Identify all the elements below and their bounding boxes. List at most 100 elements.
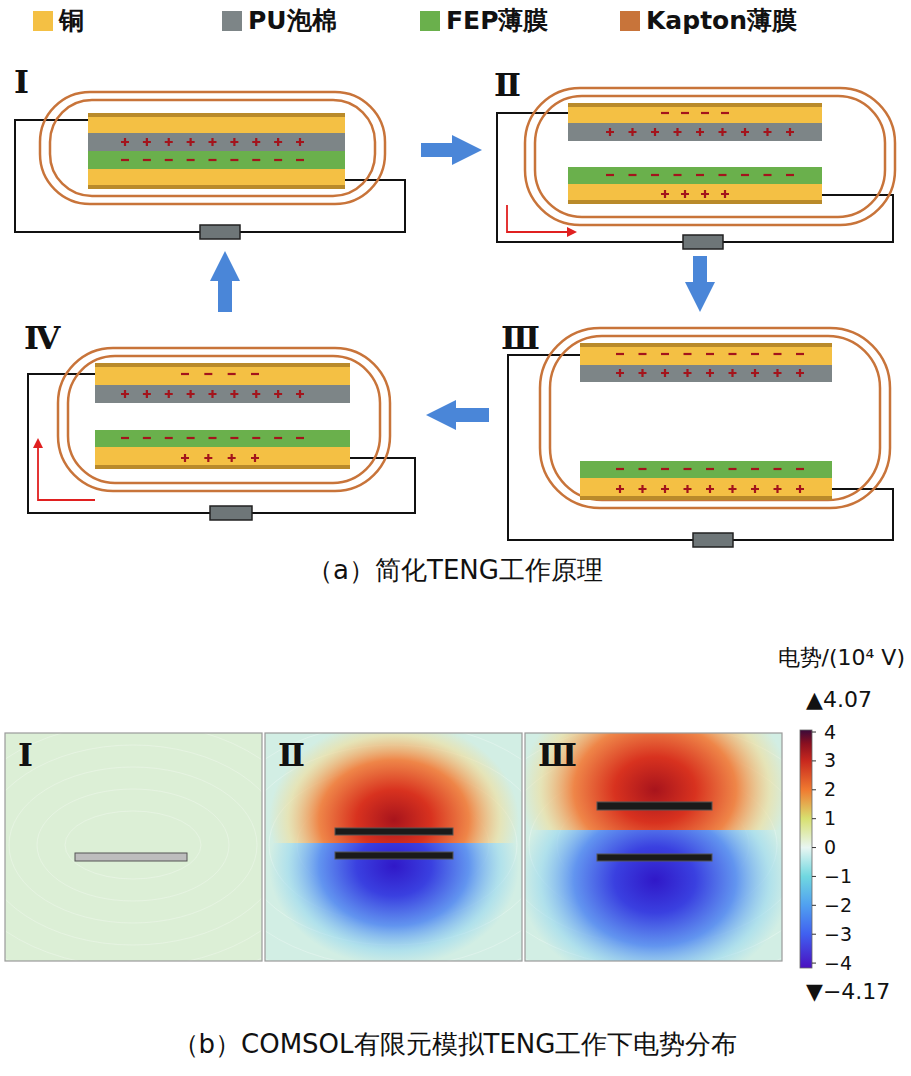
negative-charge [684,353,692,355]
colorbar-tick-label: 0 [824,837,836,858]
negative-charge [661,112,669,114]
electrode [597,802,712,810]
colorbar-tick-label: −3 [824,924,852,945]
positive-charge [774,369,782,377]
negative-charge [741,174,749,176]
negative-charge [651,174,659,176]
layer [568,103,822,123]
legend-text: PU泡棉 [248,4,337,37]
positive-charge [651,128,659,136]
kapton-strip [568,200,822,204]
legend-swatch [420,11,440,31]
kapton-inner [550,336,880,500]
layer [95,430,350,447]
negative-charge [274,437,282,439]
panel-border [265,733,522,961]
layer [580,461,832,478]
negative-charge [751,468,759,470]
positive-charge [143,390,151,398]
positive-charge [741,128,749,136]
negative-charge [629,174,637,176]
positive-charge [751,369,759,377]
positive-charge [661,485,669,493]
negative-charge [616,468,624,470]
layer [88,133,345,151]
resistor [683,235,723,249]
layer [568,123,822,141]
panel-numeral: Ⅱ [278,738,305,773]
panel-numeral: Ⅲ [538,738,577,773]
negative-charge [274,159,282,161]
negative-charge [706,468,714,470]
teng-device [508,328,893,547]
current-arrow [507,205,575,232]
negative-charge [230,437,238,439]
field-line [5,733,262,961]
positive-charge [230,390,238,398]
positive-charge [616,485,624,493]
legend-entry: FEP薄膜 [420,4,548,37]
panel-border [525,733,782,961]
positive-charge [252,138,260,146]
positive-charge [796,369,804,377]
negative-charge [684,468,692,470]
negative-charge [661,468,669,470]
kapton-inner [68,356,380,483]
negative-charge [143,437,151,439]
positive-charge [684,485,692,493]
positive-charge [181,454,189,462]
positive-charge [774,485,782,493]
negative-charge [764,174,772,176]
legend-swatch [33,11,53,31]
positive-charge [251,454,259,462]
positive-charge [274,138,282,146]
negative-charge [165,437,173,439]
positive-charge [187,390,195,398]
negative-charge [729,353,737,355]
positive-charge [701,190,709,198]
process-arrow [456,408,489,422]
colorbar-tick [812,876,816,877]
positive-charge [228,454,236,462]
simulation-ground [5,733,262,961]
negative-charge [674,174,682,176]
state-panel: Ⅳ [18,318,420,522]
negative-charge [181,373,189,375]
positive-charge [681,190,689,198]
resistor [200,225,240,239]
negative-charge [165,159,173,161]
colorbar-title: 电势/(10⁴ V) [778,646,905,670]
positive-charge [729,369,737,377]
negative-charge [639,353,647,355]
positive-charge [606,128,614,136]
negative-charge [209,159,217,161]
negative-charge [696,174,704,176]
positive-charge [786,128,794,136]
colorbar [800,730,812,968]
electrode [597,854,712,861]
resistor [693,533,733,547]
teng-device [15,92,405,239]
positive-potential [525,733,782,830]
electrode [75,853,187,861]
positive-charge [639,369,647,377]
negative-charge [786,174,794,176]
negative-charge [774,468,782,470]
simulation-panel [525,733,782,961]
positive-charge [729,485,737,493]
current-arrow [38,440,95,500]
positive-charge [751,485,759,493]
colorbar-tick [812,934,816,935]
negative-charge [701,112,709,114]
teng-device [497,88,895,249]
positive-charge [629,128,637,136]
negative-charge [729,468,737,470]
positive-charge [721,190,729,198]
kapton-strip [580,343,832,347]
colorbar-min: ▼−4.17 [806,980,890,1004]
negative-charge [204,373,212,375]
panel-border [5,733,262,961]
layer [568,184,822,204]
